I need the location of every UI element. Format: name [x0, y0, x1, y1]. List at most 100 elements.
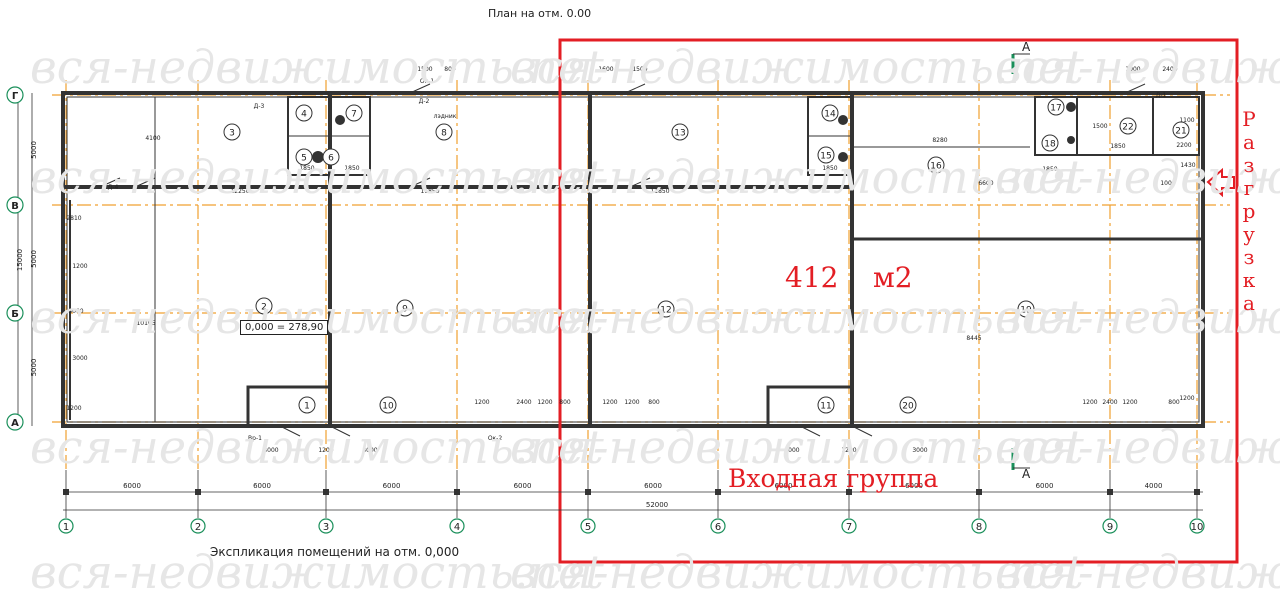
dimension-label: 1500 — [632, 66, 647, 73]
dim-tick — [454, 489, 460, 495]
axis-bubble-row — [6, 304, 24, 322]
elevation-label: 0,000 = 278,90 — [240, 320, 329, 335]
dim-tick — [323, 489, 329, 495]
room-number: 1 — [304, 402, 310, 412]
unloading-arrow-icon — [1206, 167, 1235, 198]
dim-tick — [585, 489, 591, 495]
element-tag: Д-2 — [419, 98, 430, 105]
room-bubble — [671, 123, 689, 141]
bay-dimension: 6000 — [514, 482, 532, 490]
dimension-label: 1850 — [299, 165, 314, 172]
room-number: 17 — [1050, 104, 1061, 114]
room-number: 13 — [674, 129, 685, 139]
axis-bubble-col — [1102, 518, 1118, 534]
room-number: 11 — [820, 402, 831, 412]
axis-bubble-col — [190, 518, 206, 534]
room-bubble — [379, 396, 397, 414]
walls — [61, 91, 1205, 428]
axis-label-row: А — [11, 418, 19, 429]
dim-tick — [1194, 489, 1200, 495]
room-bubble — [1047, 98, 1065, 116]
dimension-label: 1600 — [598, 66, 613, 73]
dimension-label: 1200 — [602, 399, 617, 406]
dimension-label: 1200 — [624, 399, 639, 406]
dimension-label: 3000 — [72, 355, 87, 362]
bay-dimension: 6000 — [253, 482, 271, 490]
dimension-label: 12250 — [230, 188, 249, 195]
section-label-top: А — [1022, 40, 1031, 54]
axis-label-col: 1 — [63, 522, 69, 533]
dimension-label: 2400 — [1162, 66, 1177, 73]
dimension-label: 2400 — [1102, 399, 1117, 406]
room-number: 9 — [402, 305, 408, 315]
axis-label-col: 8 — [976, 522, 982, 533]
axis-label-row: Б — [11, 309, 19, 320]
area-value: 412 — [785, 261, 839, 294]
axis-bubble-row — [6, 196, 24, 214]
axis-bubble-col — [318, 518, 334, 534]
unloading-letter: з — [1243, 153, 1255, 177]
room-bubble — [899, 396, 917, 414]
room-bubble — [817, 146, 835, 164]
dimension-label: 3000 — [263, 447, 278, 454]
dimension-label: 1430 — [1180, 162, 1195, 169]
element-tag: Ок-2 — [488, 435, 503, 442]
section-marker-top — [1011, 53, 1030, 74]
dimension-label: 1500 — [1092, 123, 1107, 130]
dimension-label: 1200 — [72, 263, 87, 270]
room-bubble — [396, 299, 414, 317]
axis-bubble-col — [971, 518, 987, 534]
bay-dimension: 6000 — [644, 482, 662, 490]
room-bubble — [322, 148, 340, 166]
bay-dimension: 6000 — [383, 482, 401, 490]
dimension-label: 1850 — [1110, 143, 1125, 150]
room-number: 7 — [351, 110, 357, 120]
dimension-label: 1100 — [1179, 117, 1194, 124]
total-height-dimension: 15000 — [16, 249, 24, 271]
room-number: 22 — [1122, 123, 1133, 133]
dimension-label: 1200 — [537, 399, 552, 406]
dimension-label: 1200 — [1122, 399, 1137, 406]
room-bubble — [223, 123, 241, 141]
bay-dimension: 6000 — [905, 482, 923, 490]
dimension-label: 1200 — [66, 405, 81, 412]
dim-tick — [1107, 489, 1113, 495]
dimension-label: 2400 — [516, 399, 531, 406]
entrance-highlight-frame — [558, 38, 1239, 564]
dimension-label: 1200 — [318, 447, 333, 454]
plan-title: План на отм. 0.00 — [488, 7, 592, 20]
room-number: 12 — [660, 306, 671, 316]
dimension-lines — [17, 93, 1203, 511]
dimension-label: 1200 — [1179, 395, 1194, 402]
axis-label-col: 4 — [454, 522, 460, 533]
axis-bubble-row — [6, 86, 24, 104]
entrance-group-label: Входная группа — [728, 464, 939, 493]
total-dimension: 52000 — [646, 501, 668, 509]
room-bubble — [821, 104, 839, 122]
room-number: 21 — [1175, 127, 1186, 137]
dim-tick — [976, 489, 982, 495]
dimension-label: 800 — [648, 399, 660, 406]
axis-label-col: 6 — [715, 522, 721, 533]
dimension-label: 2810 — [66, 215, 81, 222]
axis-label-row: В — [11, 201, 19, 212]
dimension-label: 3000 — [68, 308, 83, 315]
room-bubble — [1172, 121, 1190, 139]
dimension-label: 10165 — [136, 320, 155, 327]
area-unit: м2 — [873, 261, 913, 294]
axis-bubble-row — [6, 413, 24, 431]
room-number: 6 — [328, 154, 334, 164]
axis-bubble-col — [841, 518, 857, 534]
dimension-label: 1200 — [1082, 399, 1097, 406]
dimension-label: 1000 — [1125, 66, 1140, 73]
room-bubble — [1041, 134, 1059, 152]
room-bubble — [927, 156, 945, 174]
dimension-label: 1000 — [1160, 180, 1175, 187]
axis-bubble-col — [710, 518, 726, 534]
axis-bubble-col — [449, 518, 465, 534]
room-bubble — [295, 148, 313, 166]
element-tag: Ок-1 — [420, 78, 435, 85]
element-tag: Вр-1 — [248, 435, 262, 442]
